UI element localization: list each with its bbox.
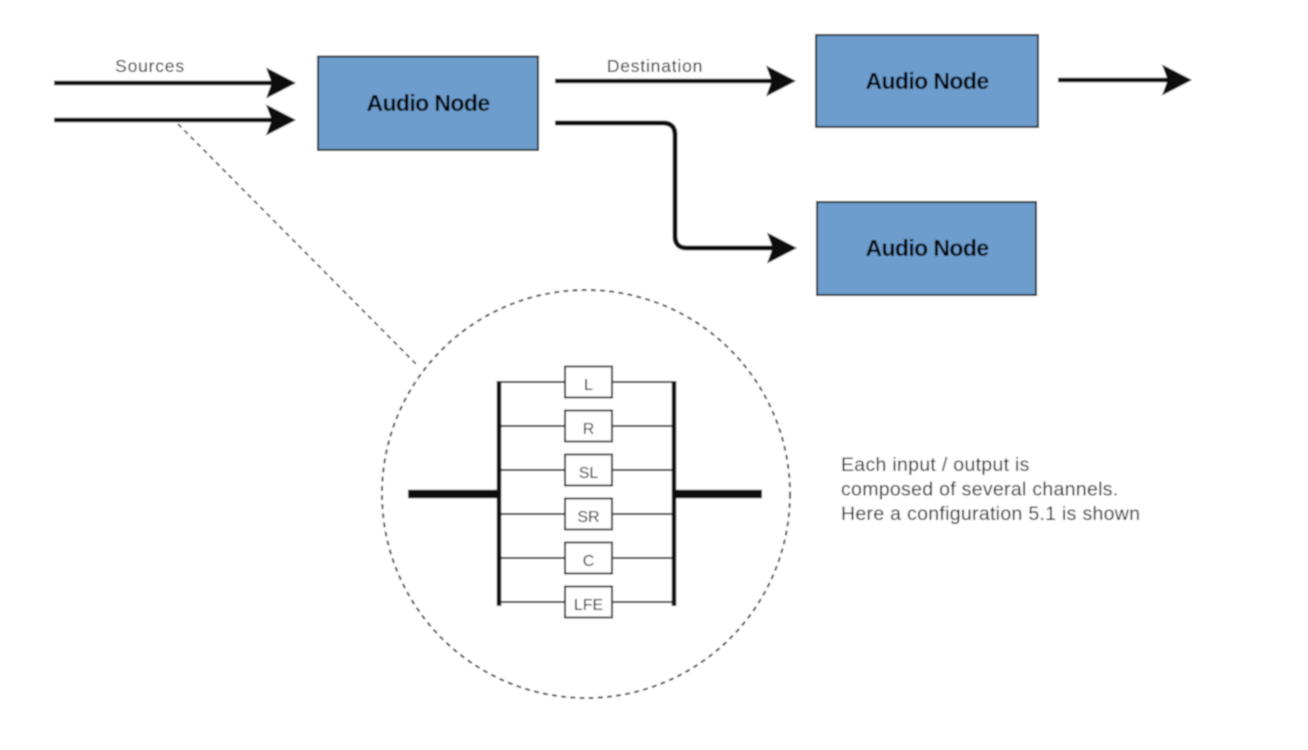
svg-text:C: C	[583, 553, 595, 570]
svg-text:R: R	[583, 421, 595, 438]
svg-text:Audio Node: Audio Node	[366, 90, 489, 116]
svg-text:Sources: Sources	[115, 56, 185, 76]
svg-text:Audio Node: Audio Node	[865, 235, 988, 261]
svg-text:Each input / output is: Each input / output is	[841, 454, 1030, 476]
svg-text:Destination: Destination	[607, 56, 703, 76]
svg-text:Audio Node: Audio Node	[865, 68, 988, 94]
svg-text:SR: SR	[577, 509, 599, 526]
svg-text:LFE: LFE	[574, 597, 603, 614]
svg-text:Here a configuration 5.1 is sh: Here a configuration 5.1 is shown	[841, 503, 1140, 525]
svg-text:composed of several channels.: composed of several channels.	[841, 479, 1119, 501]
svg-text:SL: SL	[579, 465, 599, 482]
svg-text:L: L	[584, 377, 593, 394]
